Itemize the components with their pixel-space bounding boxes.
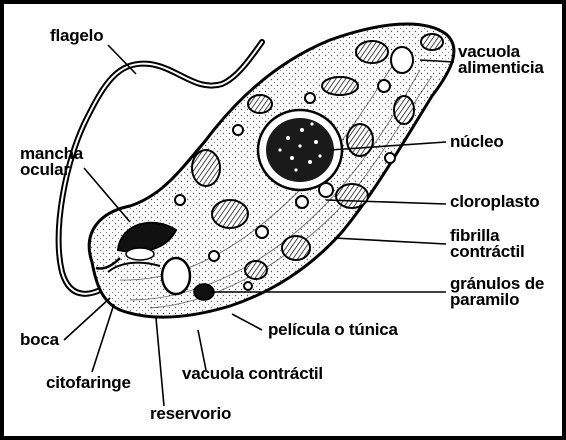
label-mancha-ocular: mancha ocular [20, 146, 83, 178]
label-boca: boca [20, 332, 59, 348]
nucleus [258, 110, 342, 190]
label-fibrilla-contractil: fibrilla contráctil [450, 228, 525, 260]
label-vacuola-contractil: vacuola contráctil [182, 366, 323, 382]
label-granulos-de-paramilo: gránulos de paramilo [450, 276, 544, 308]
label-reservorio: reservorio [150, 406, 231, 422]
label-citofaringe: citofaringe [46, 375, 131, 391]
label-nucleo: núcleo [450, 134, 504, 150]
label-cloroplasto: cloroplasto [450, 194, 539, 210]
label-flagelo: flagelo [50, 28, 103, 44]
label-vacuola-alimenticia: vacuola alimenticia [458, 44, 544, 76]
label-pelicula-o-tunica: película o túnica [268, 322, 398, 338]
